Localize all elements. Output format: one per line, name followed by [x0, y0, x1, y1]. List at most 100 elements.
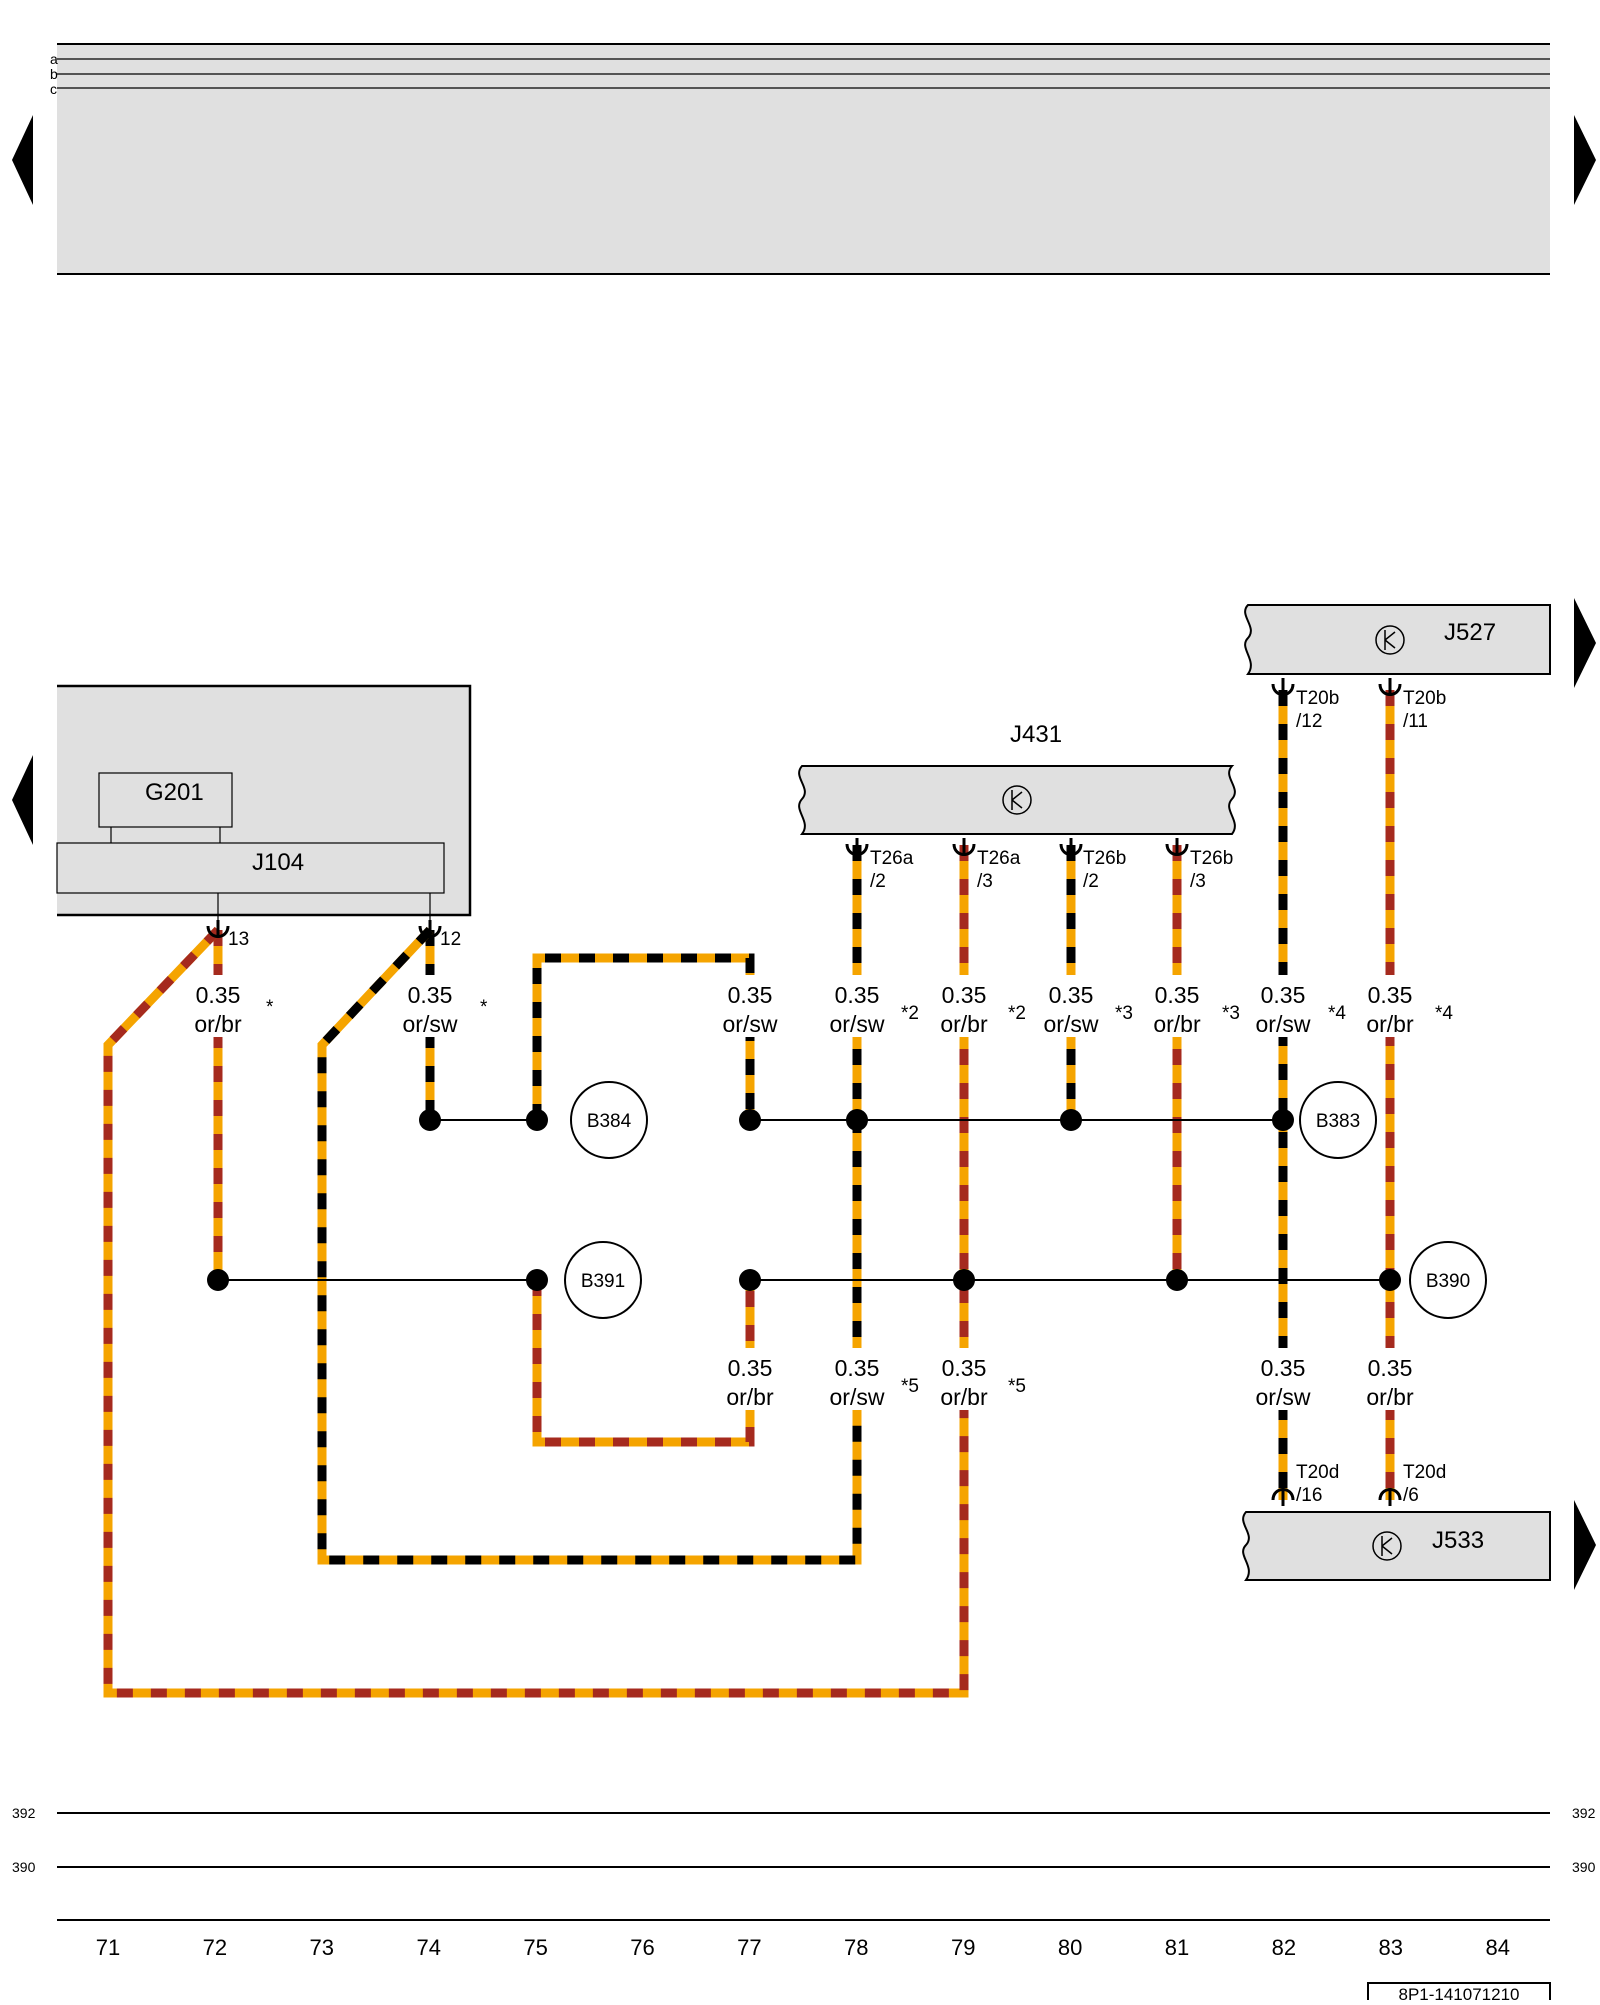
column-number: 77 [737, 1935, 761, 1960]
wire-label-bg [823, 1348, 891, 1410]
wire-label-color: or/br [940, 1384, 988, 1410]
splice-b383[interactable]: B383 [1299, 1081, 1377, 1159]
wire-label-color: or/br [726, 1384, 774, 1410]
wire-label-size: 0.35 [728, 982, 773, 1008]
connector-t20b-12-pin: /12 [1296, 711, 1322, 732]
control-unit-j431[interactable]: J431 [798, 721, 1236, 835]
column-number: 79 [951, 1935, 975, 1960]
connector-t26a-3-name: T26a [977, 848, 1021, 869]
footnote-markers: * * *2 *2 *3 *3 *4 *4 *5 *5 [266, 997, 1453, 1397]
column-number: 82 [1272, 1935, 1296, 1960]
junction-dot [419, 1109, 441, 1131]
g201-label: G201 [145, 779, 204, 806]
wire-label-size: 0.35 [408, 982, 453, 1008]
control-unit-j527[interactable]: J527 [1244, 604, 1551, 675]
footnote-72: * [266, 997, 274, 1018]
column-number: 73 [310, 1935, 334, 1960]
junction-dot [207, 1269, 229, 1291]
wire-label-bg [1356, 1348, 1424, 1410]
junction-dot [1060, 1109, 1082, 1131]
wire-label-bg [823, 975, 891, 1037]
footnote-78b: *5 [901, 1376, 919, 1397]
connector-t20b-11-pin: /11 [1403, 711, 1428, 732]
wire-label-color: or/sw [830, 1384, 885, 1410]
wire-label-color: or/sw [1256, 1011, 1311, 1037]
connector-t26a-2-pin: /2 [870, 871, 886, 892]
connector-t26b-2-name: T26b [1083, 848, 1126, 869]
wire-label-color: or/br [940, 1011, 988, 1037]
wire-74-loop-or-sw-stripe [317, 926, 862, 1565]
header-panel: a b c [50, 43, 1550, 275]
connector-j104-13: 13 [228, 929, 249, 950]
footnote-79b: *5 [1008, 1376, 1026, 1397]
wire-label-size: 0.35 [1049, 982, 1094, 1008]
splice-b384[interactable]: B384 [570, 1081, 648, 1159]
column-number: 72 [203, 1935, 227, 1960]
column-number: 74 [416, 1935, 440, 1960]
connector-t20d-16-pin: /16 [1296, 1485, 1322, 1506]
control-unit-j104-housing: G201 J104 [56, 684, 472, 925]
wire-label-size: 0.35 [1155, 982, 1200, 1008]
control-unit-j533[interactable]: J533 [1242, 1511, 1551, 1581]
splice-b391[interactable]: B391 [564, 1241, 642, 1319]
wire-label-bg [930, 975, 998, 1037]
footnote-78: *2 [901, 1003, 919, 1024]
wire-label-bg [1249, 1348, 1317, 1410]
j104-box[interactable] [56, 842, 445, 894]
column-number: 76 [630, 1935, 654, 1960]
wire-label-bg [1249, 975, 1317, 1037]
j527-label: J527 [1444, 619, 1496, 646]
drawing-id: 8P1-141071210 [1398, 1985, 1519, 2000]
column-number: 83 [1379, 1935, 1403, 1960]
wire-label-color: or/sw [723, 1011, 778, 1037]
wire-label-bg [184, 975, 252, 1037]
page-forward-arrow-bottom[interactable] [1574, 1500, 1596, 1590]
connector-j104-12: 12 [440, 929, 461, 950]
footnote-74: * [480, 997, 488, 1018]
column-number: 84 [1485, 1935, 1509, 1960]
wire-labels: 0.35 or/br 0.35 or/sw 0.35 or/sw 0.35 or/sw 0.35… [184, 975, 1424, 1410]
svg-text:B384: B384 [587, 1111, 632, 1132]
j431-electronic-icon [1002, 785, 1032, 815]
wire-label-bg [396, 975, 464, 1037]
wire-label-color: or/br [1153, 1011, 1201, 1037]
wire-72-loop-or-br-stripe [103, 926, 969, 1698]
page-back-arrow-top[interactable] [12, 115, 33, 205]
column-number: 71 [96, 1935, 120, 1960]
wire-label-bg [716, 1348, 784, 1410]
j533-electronic-icon [1372, 1531, 1402, 1561]
junction-dot [1379, 1269, 1401, 1291]
column-number: 78 [844, 1935, 868, 1960]
wire-label-bg [716, 975, 784, 1037]
wire-label-bg [1143, 975, 1211, 1037]
junction-dot [1166, 1269, 1188, 1291]
splice-b390[interactable]: B390 [1409, 1241, 1487, 1319]
junction-dot [739, 1269, 761, 1291]
wire-label-color: or/br [1366, 1384, 1414, 1410]
bus-label-left-390: 390 [12, 1859, 36, 1875]
footnote-80: *3 [1115, 1003, 1133, 1024]
bus-label-left-392: 392 [12, 1805, 36, 1821]
drawing-id-box: 8P1-141071210 [1367, 1982, 1551, 2005]
wire-label-size: 0.35 [728, 1355, 773, 1381]
wire-label-bg [1356, 975, 1424, 1037]
footnote-82: *4 [1328, 1003, 1346, 1024]
g201-box[interactable] [98, 772, 233, 828]
wire-label-size: 0.35 [1261, 982, 1306, 1008]
page-forward-arrow-top[interactable] [1574, 115, 1596, 205]
junction-dot [846, 1109, 868, 1131]
wire-label-size: 0.35 [1368, 1355, 1413, 1381]
bus-label-right-392: 392 [1572, 1805, 1596, 1821]
page-back-arrow-mid[interactable] [12, 755, 33, 845]
j533-label: J533 [1432, 1527, 1484, 1554]
column-number: 80 [1058, 1935, 1082, 1960]
page-forward-arrow-mid[interactable] [1574, 598, 1596, 688]
wire-label-color: or/br [194, 1011, 242, 1037]
junction-dot [526, 1269, 548, 1291]
j527-electronic-icon [1375, 625, 1405, 655]
footnote-81: *3 [1222, 1003, 1240, 1024]
svg-text:B390: B390 [1426, 1271, 1470, 1292]
wire-label-size: 0.35 [942, 982, 987, 1008]
